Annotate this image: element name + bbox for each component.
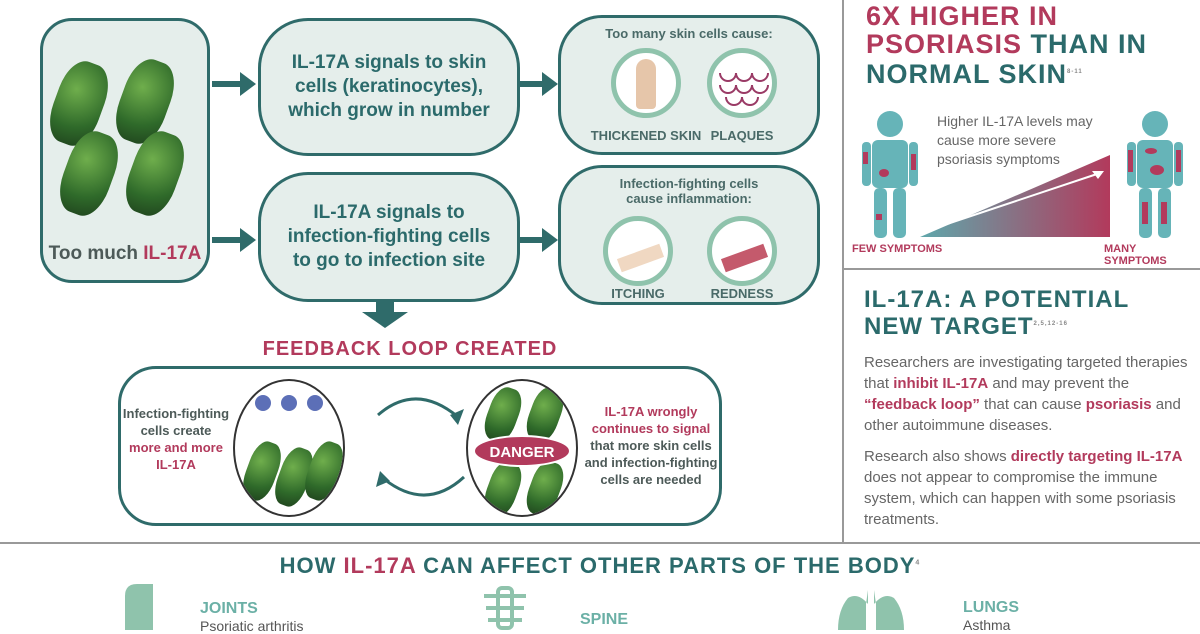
- body-section-title: HOW IL-17A CAN AFFECT OTHER PARTS OF THE…: [279, 553, 921, 578]
- immune-cells-circle: [233, 379, 345, 517]
- inflammation-effects-box: Infection-fighting cells cause inflammat…: [558, 165, 820, 305]
- feedback-loop-title: FEEDBACK LOOP CREATED: [262, 338, 558, 360]
- arrow-right-icon: [520, 72, 558, 96]
- arm-itching-icon: [603, 216, 673, 286]
- person-many-symptoms-icon: [1127, 111, 1183, 238]
- arrow-right-icon: [212, 72, 256, 96]
- person-few-symptoms-icon: [862, 111, 918, 238]
- arm-redness-icon: [707, 216, 777, 286]
- infection-signal-step: IL-17A signals to infection-fighting cel…: [258, 172, 520, 302]
- source-label: Too much IL-17A: [48, 243, 202, 264]
- arrow-right-icon: [520, 228, 558, 252]
- arrow-down-icon: [362, 302, 408, 328]
- horizontal-divider: [842, 268, 1200, 270]
- lungs-icon: [838, 590, 904, 630]
- symptom-gradient-wedge: [920, 155, 1110, 237]
- vertical-divider: [842, 0, 844, 543]
- higher-caption: Higher IL-17A levels may cause more seve…: [937, 113, 1093, 167]
- cycle-arrows-icon: [376, 397, 466, 497]
- skin-effects-box: Too many skin cells cause: THICKENED SKI…: [558, 15, 820, 155]
- danger-badge: DANGER: [473, 435, 571, 467]
- few-symptoms-label: FEW SYMPTOMS: [852, 243, 943, 255]
- higher-title: 6X HIGHER IN PSORIASIS THAN IN NORMAL SK…: [866, 1, 1148, 89]
- il17a-source-box: Too much IL-17A: [40, 18, 210, 283]
- target-title: IL-17A: A POTENTIAL NEW TARGET2,5,12-16: [864, 286, 1129, 340]
- many-symptoms-label: MANY SYMPTOMS: [1104, 243, 1167, 267]
- skin-signal-step: IL-17A signals to skin cells (keratinocy…: [258, 18, 520, 156]
- body-item-spine: SPINE: [580, 611, 629, 628]
- target-body: Researchers are investigating targeted t…: [864, 352, 1194, 540]
- joint-icon: [125, 584, 153, 630]
- body-spots-icon: [611, 48, 681, 118]
- arrow-right-icon: [212, 228, 256, 252]
- scales-icon: [707, 48, 777, 118]
- spine-icon: [484, 586, 526, 630]
- target-paragraph-1: Researchers are investigating targeted t…: [864, 354, 1188, 434]
- target-paragraph-2: Research also shows directly targeting I…: [864, 448, 1183, 528]
- section-divider: [0, 542, 1200, 544]
- danger-cells-circle: DANGER: [466, 379, 578, 517]
